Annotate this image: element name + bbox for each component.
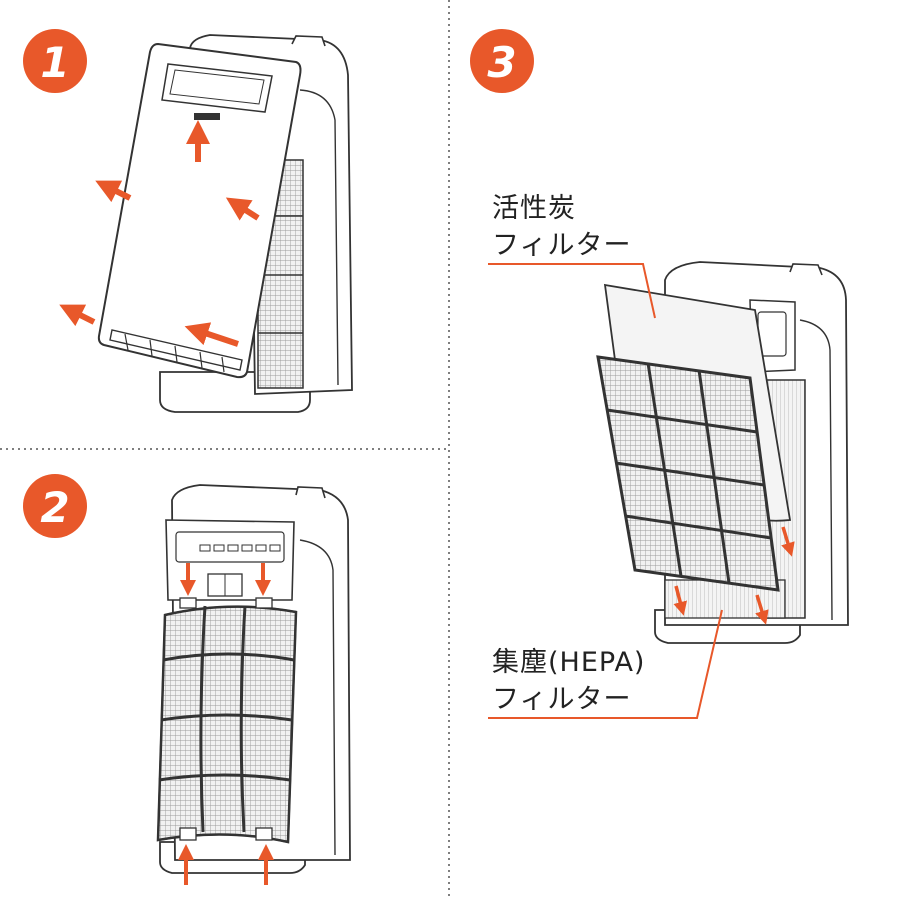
step-2-illustration — [156, 484, 351, 885]
step-1-number: 1 — [40, 38, 69, 87]
hepa-filter-label-line2: フィルター — [492, 684, 632, 715]
carbon-filter-leader — [488, 263, 656, 319]
carbon-filter-label-line1: 活性炭 — [492, 193, 576, 224]
step-3-number: 3 — [487, 38, 516, 87]
step-1-badge: 1 — [23, 29, 87, 93]
step-1-illustration — [59, 34, 353, 413]
hepa-filter-leader — [488, 609, 723, 719]
hepa-filter-label: 集塵(HEPA) フィルター — [492, 644, 645, 718]
step-2-badge: 2 — [23, 474, 87, 538]
step-2-number: 2 — [40, 483, 69, 532]
attach-arrows — [178, 563, 274, 885]
step-3-illustration — [488, 261, 849, 719]
carbon-filter-label: 活性炭 フィルター — [492, 190, 631, 264]
hepa-filter-label-line1: 集塵(HEPA) — [492, 647, 646, 678]
carbon-filter-label-line2: フィルター — [492, 230, 632, 261]
pull-arrows — [59, 120, 260, 347]
remove-arrows — [673, 526, 795, 625]
step-3-badge: 3 — [470, 29, 534, 93]
